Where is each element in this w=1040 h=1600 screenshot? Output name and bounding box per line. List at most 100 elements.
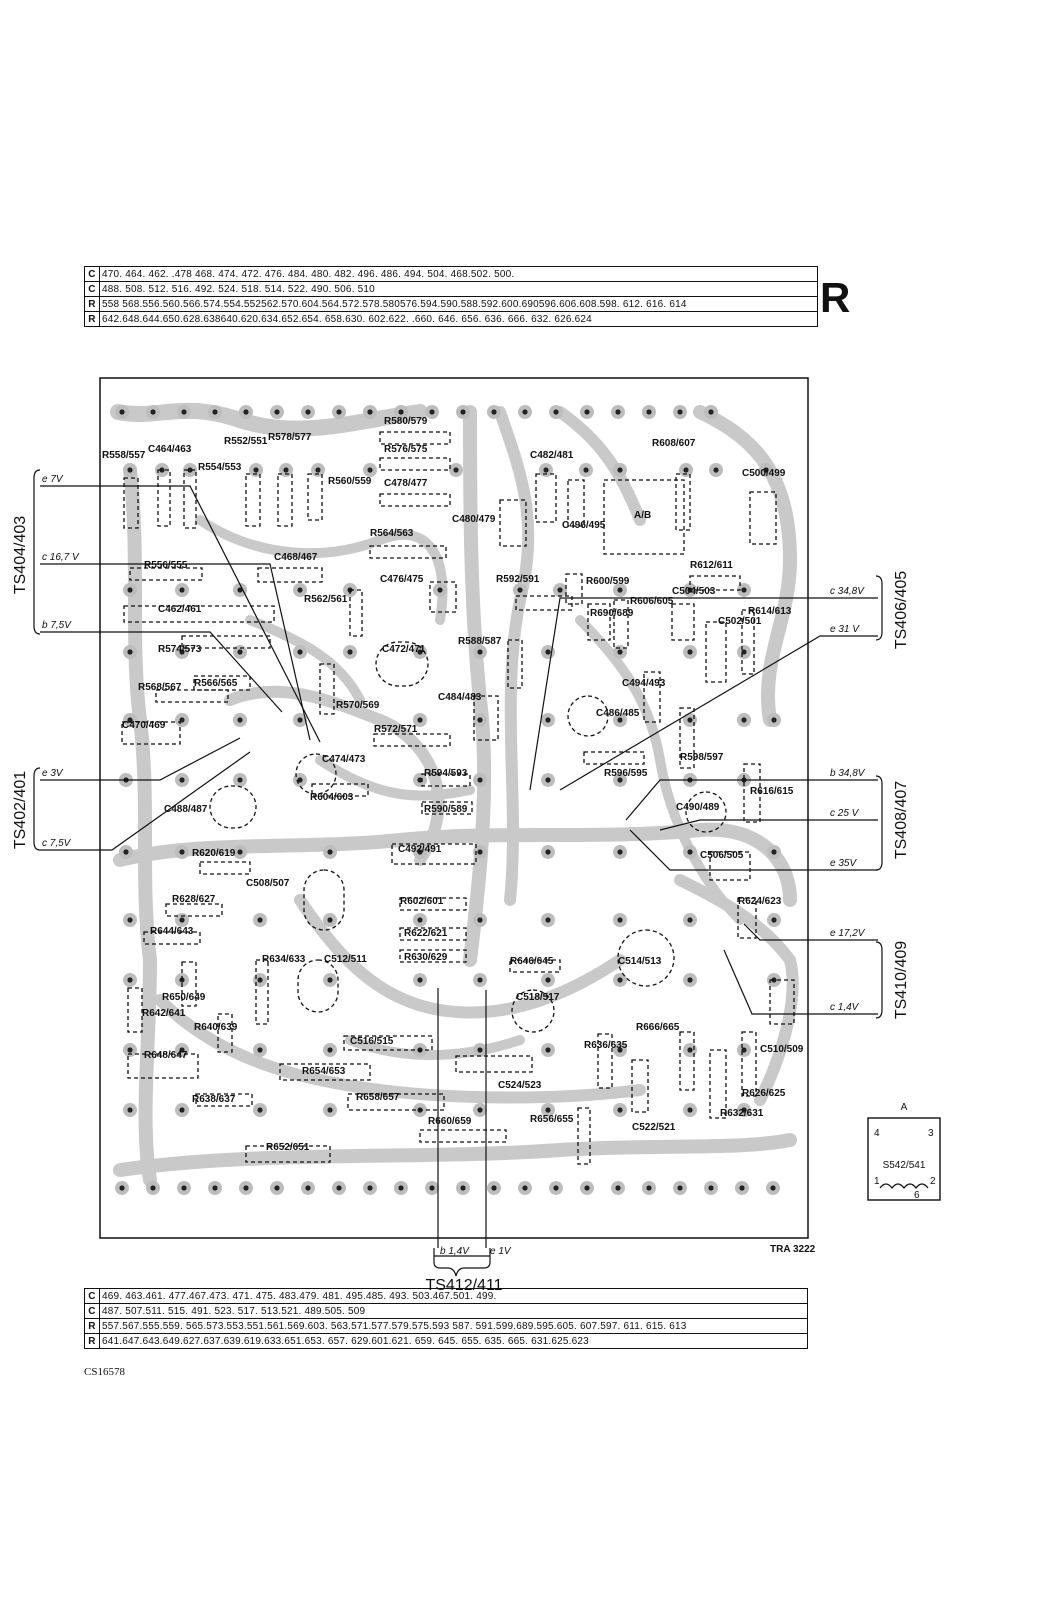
component-outline (311, 783, 369, 797)
pad-hole (127, 1047, 133, 1053)
ts408-e-lead (629, 829, 878, 871)
document-code: CS16578 (84, 1366, 125, 1378)
pad-hole (741, 1107, 747, 1113)
pad-hole (517, 587, 523, 593)
pad-hole (274, 1185, 280, 1191)
board-code: TRA 3222 (770, 1244, 816, 1255)
component-label: R646/645 (510, 956, 554, 967)
ts408-voltage-c: c 25 V (830, 808, 860, 819)
pad-hole (274, 409, 280, 415)
pad-hole (477, 917, 483, 923)
pad-hole (477, 977, 483, 983)
pad-hole (460, 1185, 466, 1191)
solder-pads (115, 405, 781, 1195)
component-outline (709, 851, 751, 881)
component-label: C494/493 (622, 678, 666, 689)
pad-hole (557, 587, 563, 593)
component-outline (577, 1107, 591, 1165)
pad-hole (417, 917, 423, 923)
ts402-voltage-c: c 7,5V (42, 838, 72, 849)
component-label: C504/503 (672, 586, 716, 597)
component-outline (297, 959, 339, 1013)
pad-hole (583, 467, 589, 473)
pad-hole (477, 777, 483, 783)
component-label: R636/635 (584, 1040, 628, 1051)
component-outline (741, 1031, 757, 1097)
pad-hole (687, 977, 693, 983)
pad-hole (708, 409, 714, 415)
pad-hole (181, 409, 187, 415)
component-label: R558/557 (102, 450, 146, 461)
component-outline (181, 635, 271, 649)
component-outline (567, 695, 609, 737)
switch-inset: A 4 3 S542/541 1 2 6 (867, 1102, 941, 1201)
component-label: R638/637 (192, 1094, 236, 1105)
component-outline (181, 961, 197, 1007)
pad-hole (687, 649, 693, 655)
pad-hole (398, 1185, 404, 1191)
component-label: C490/489 (676, 802, 720, 813)
ts412-leads (437, 988, 487, 1248)
pad-hole (417, 977, 423, 983)
component-outline (709, 1049, 727, 1119)
copper-track (674, 874, 799, 1106)
component-outline (143, 931, 201, 945)
component-label: R588/587 (458, 636, 502, 647)
pad-hole (677, 409, 683, 415)
component-outline (507, 639, 523, 689)
component-label: R626/625 (742, 1088, 786, 1099)
component-label: R644/643 (150, 926, 194, 937)
component-outline (509, 959, 561, 973)
component-label: R634/633 (262, 954, 306, 965)
component-label: C500/499 (742, 468, 786, 479)
component-label: R596/595 (604, 768, 648, 779)
pad-hole (741, 717, 747, 723)
component-outline (399, 927, 467, 941)
row-key: R (84, 1318, 100, 1334)
switch-ab-label: A/B (634, 510, 651, 521)
component-outline (279, 1063, 371, 1081)
component-outline (515, 595, 573, 611)
inset-pin-2: 2 (930, 1176, 936, 1187)
pad-hole (150, 409, 156, 415)
component-outline (257, 567, 323, 583)
row-values: 557.567.555.559. 565.573.553.551.561.569… (99, 1318, 808, 1334)
component-label: C514/513 (618, 956, 662, 967)
inset-pin-1: 1 (874, 1176, 880, 1187)
pad-hole (617, 587, 623, 593)
pad-hole (127, 587, 133, 593)
pad-hole (553, 1185, 559, 1191)
pad-hole (617, 849, 623, 855)
ts410-c-lead (723, 949, 878, 1015)
pad-hole (477, 1047, 483, 1053)
component-label: R652/651 (266, 1142, 310, 1153)
pad-hole (545, 1047, 551, 1053)
component-outline (499, 499, 527, 547)
component-outline (209, 785, 257, 829)
component-outline (245, 1145, 331, 1163)
component-label: R614/613 (748, 606, 792, 617)
component-outline (473, 695, 499, 741)
component-label: R630/629 (404, 952, 448, 963)
copper-tracks (110, 402, 799, 1187)
pad-hole (181, 1185, 187, 1191)
component-label: C518/517 (516, 992, 560, 1003)
pad-hole (545, 1107, 551, 1113)
component-label: C488/487 (164, 804, 208, 815)
component-label: R648/647 (144, 1050, 188, 1061)
component-label: C478/477 (384, 478, 428, 489)
pad-hole (297, 587, 303, 593)
component-label: C522/521 (632, 1122, 676, 1133)
component-label: R576/575 (384, 444, 428, 455)
pad-hole (297, 649, 303, 655)
inset-frame (867, 1117, 941, 1201)
inset-switch-label: S542/541 (883, 1160, 926, 1171)
component-outline (421, 801, 473, 815)
component-outline (679, 707, 695, 769)
component-label: R560/559 (328, 476, 372, 487)
ts408-label: TS408/407 (893, 781, 910, 859)
component-label: R690/689 (590, 608, 634, 619)
